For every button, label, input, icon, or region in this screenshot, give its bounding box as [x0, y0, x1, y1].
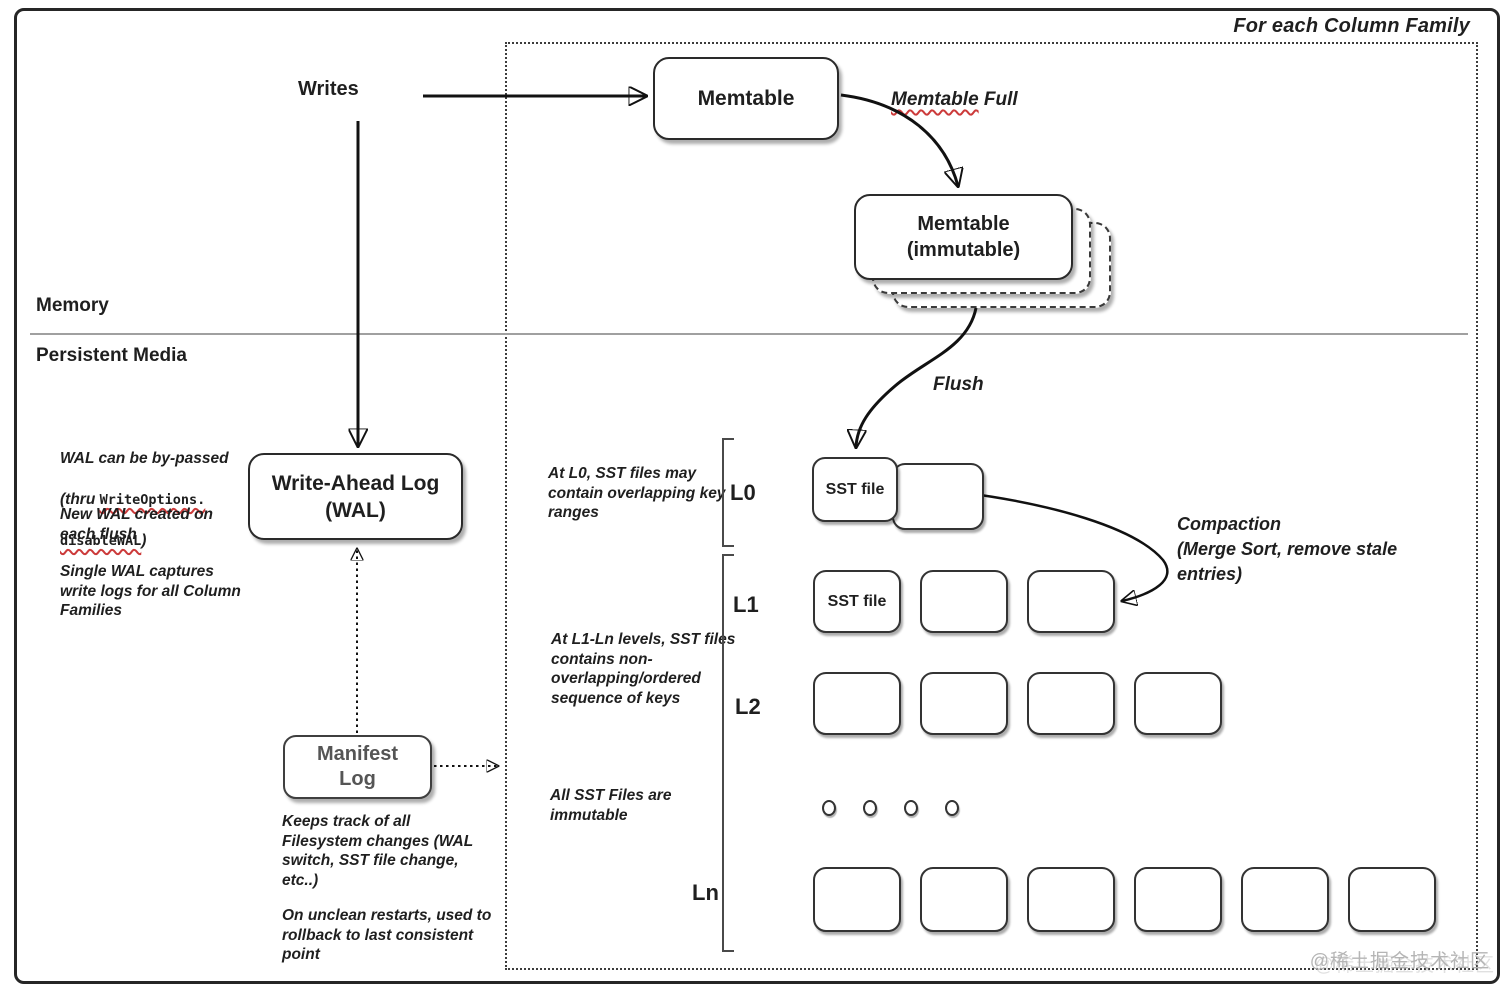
sst-file-box	[1027, 672, 1115, 735]
sst-file-box	[1348, 867, 1436, 932]
manifest-tracking-note: Keeps track of all Filesystem changes (W…	[282, 813, 474, 889]
wal-bypass-note: WAL can be by-passed (thru WriteOptions.…	[60, 428, 229, 572]
sst-file-box	[1134, 672, 1222, 735]
manifest-log-label: Manifest Log	[316, 743, 399, 790]
sst-file-box	[813, 867, 901, 932]
write-ahead-log-label: Write-Ahead Log (WAL)	[271, 471, 440, 522]
ellipsis-dot	[863, 800, 877, 816]
writes-label: Writes	[298, 78, 359, 100]
memtable-full-annotation: Memtable Full	[891, 89, 1018, 111]
sst-file-box	[1241, 867, 1329, 932]
new-wal-note: New WAL created on each flush	[60, 506, 214, 543]
wal-bypass-note-code-writeoptions: WriteOptions.	[99, 491, 206, 508]
immutable-memtable-box: Memtable (immutable)	[854, 194, 1073, 280]
levels-ellipsis	[822, 800, 959, 816]
memtable-full-word-rest: Full	[983, 89, 1018, 110]
wal-bypass-note-line1: WAL can be by-passed	[60, 449, 229, 467]
l0-bracket	[722, 438, 734, 547]
wal-bypass-note-line2-prefix: (thru	[60, 490, 100, 508]
sst-file-box: SST file	[812, 457, 898, 522]
sst-file-box: SST file	[813, 570, 901, 633]
ellipsis-dot	[945, 800, 959, 816]
sst-file-box	[920, 867, 1008, 932]
memtable-box: Memtable	[653, 57, 839, 140]
l0-overlap-note: At L0, SST files may contain overlapping…	[548, 465, 726, 521]
wal-bypass-note-line3-suffix: )	[141, 531, 147, 549]
level-label-l2: L2	[735, 694, 761, 719]
level-row-l1: SST file	[813, 570, 1115, 633]
sst-file-box	[1134, 867, 1222, 932]
single-wal-note: Single WAL captures write logs for all C…	[60, 563, 241, 619]
sst-file-box	[920, 570, 1008, 633]
persistent-media-section-label: Persistent Media	[36, 345, 187, 366]
column-family-container	[505, 42, 1478, 970]
ellipsis-dot	[822, 800, 836, 816]
level-row-l0: SST file	[812, 457, 984, 530]
sst-file-box	[813, 672, 901, 735]
level-row-l2	[813, 672, 1222, 735]
level-label-ln: Ln	[692, 880, 719, 905]
sst-file-label: SST file	[827, 592, 887, 610]
sst-file-box	[1027, 867, 1115, 932]
write-ahead-log-box: Write-Ahead Log (WAL)	[248, 453, 463, 540]
compaction-annotation: Compaction (Merge Sort, remove stale ent…	[1177, 514, 1398, 584]
sst-file-box	[1027, 570, 1115, 633]
flush-annotation: Flush	[933, 374, 984, 395]
immutable-memtable-label: Memtable (immutable)	[906, 213, 1021, 261]
manifest-restart-note: On unclean restarts, used to rollback to…	[282, 907, 492, 963]
level-label-l0: L0	[730, 480, 756, 505]
l1-ln-bracket	[722, 554, 734, 952]
watermark: @稀土掘金技术社区	[1309, 951, 1490, 972]
manifest-log-box: Manifest Log	[283, 735, 432, 799]
level-row-ln	[813, 867, 1436, 932]
column-family-label: For each Column Family	[1233, 15, 1470, 37]
sst-file-box	[892, 463, 984, 530]
ellipsis-dot	[904, 800, 918, 816]
wal-bypass-note-code-disablewal: disableWAL	[60, 532, 142, 549]
sst-file-box	[920, 672, 1008, 735]
l1-ln-ordering-note: At L1-Ln levels, SST files contains non-…	[551, 631, 736, 707]
memory-section-label: Memory	[36, 295, 109, 316]
memory-media-divider	[30, 333, 1468, 335]
memtable-full-word-underlined: Memtable	[891, 89, 979, 110]
level-label-l1: L1	[733, 592, 759, 617]
sst-file-label: SST file	[825, 480, 885, 498]
sst-immutable-note: All SST Files are immutable	[550, 787, 672, 824]
memtable-box-label: Memtable	[697, 86, 795, 110]
